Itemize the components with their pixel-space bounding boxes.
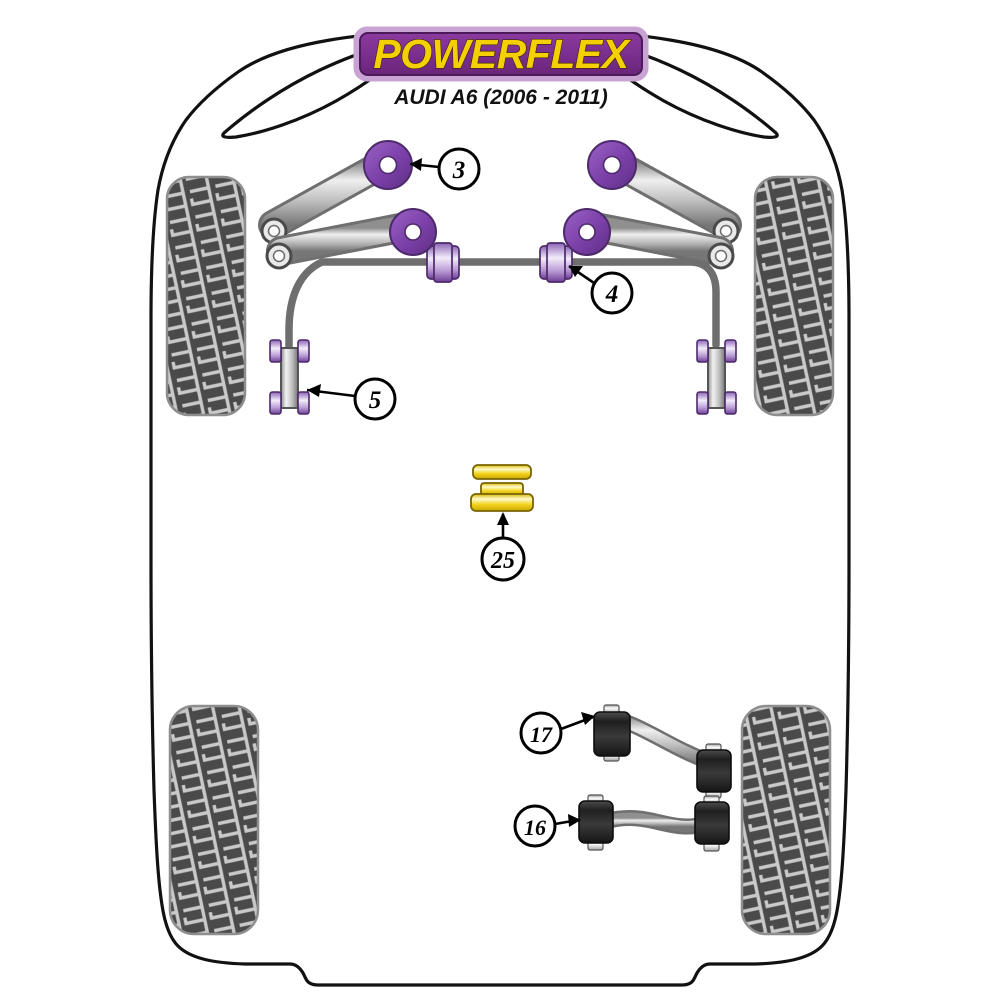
callout-17-label: 17: [530, 722, 553, 747]
powerflex-logo-text: POWERFLEX: [373, 31, 631, 77]
callout-5-arrowhead: [307, 384, 321, 397]
callout-25-circle[interactable]: [480, 536, 526, 582]
callout-5[interactable]: 5: [306, 377, 397, 421]
callout-3[interactable]: 3: [409, 147, 481, 191]
callout-3-label: 3: [452, 157, 466, 184]
callout-17[interactable]: 17: [519, 711, 595, 755]
callout-3-arrowhead: [410, 158, 422, 171]
callout-17-circle[interactable]: [519, 711, 563, 755]
callout-4-arrowhead: [569, 266, 583, 277]
front-right-tyre: [753, 175, 835, 417]
rear-left-tyre: [168, 704, 260, 936]
rear-lower-control-arm: [578, 794, 730, 852]
arb-bush-left: [426, 242, 460, 283]
callout-5-label: 5: [369, 387, 382, 414]
callout-25-label: 25: [490, 548, 515, 574]
rear-right-tyre: [740, 704, 832, 936]
callout-4-circle[interactable]: [590, 271, 634, 315]
drop-link-right: [696, 339, 737, 415]
callout-4-label: 4: [605, 281, 619, 308]
lower-engine-mount: [470, 464, 534, 512]
lower-wishbone-left: [265, 208, 437, 270]
upper-wishbone-left: [258, 140, 413, 245]
callout-17-arrowhead: [581, 712, 595, 725]
powerflex-logo: POWERFLEX: [353, 26, 649, 82]
callout-16[interactable]: 16: [513, 804, 581, 848]
front-anti-roll-bar: [285, 258, 720, 399]
callout-25[interactable]: 25: [480, 512, 526, 582]
callout-25-arrowhead: [497, 512, 509, 525]
rear-upper-control-arm: [593, 704, 732, 799]
front-left-tyre: [165, 175, 247, 417]
lower-wishbone-right: [563, 208, 735, 270]
callout-16-arrowhead: [568, 814, 581, 827]
page-title: AUDI A6 (2006 - 2011): [393, 86, 608, 109]
drop-link-left: [269, 339, 310, 415]
callout-4[interactable]: 4: [568, 264, 634, 315]
callout-3-circle[interactable]: [437, 147, 481, 191]
callout-5-circle[interactable]: [353, 377, 397, 421]
arb-bush-right: [539, 242, 573, 283]
callout-16-circle[interactable]: [513, 804, 557, 848]
callout-16-label: 16: [524, 815, 546, 840]
